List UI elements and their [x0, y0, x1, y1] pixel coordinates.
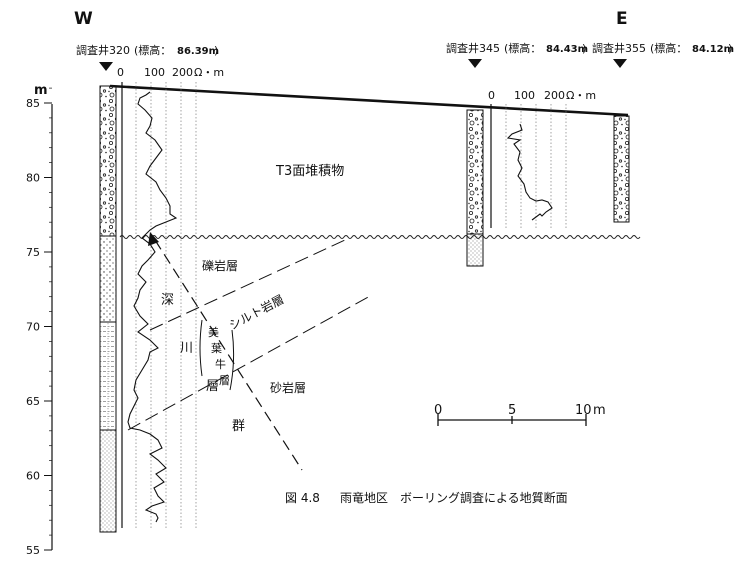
well-320-elev: 86.39m — [177, 46, 219, 57]
elevation-axis: m 85 80 75 70 65 60 55 — [26, 83, 53, 557]
well-355-elev-label: (標高： — [650, 41, 687, 55]
axis-tick-label-85: 85 — [26, 97, 40, 110]
scale-unit: m — [593, 403, 606, 418]
res-unit: Ω・m — [194, 66, 224, 79]
silt-sand-boundary — [127, 295, 371, 431]
resistivity-curve-320 — [127, 91, 178, 523]
scale-bar: 0 5 10 m — [434, 403, 606, 426]
well-355-elev: 84.12m — [692, 44, 734, 55]
well-320-name: 調査井320 — [76, 43, 130, 57]
res-tick-200: 200 — [172, 66, 193, 79]
well-320-elev-close: ) — [214, 44, 218, 57]
resistivity-grid-320 — [121, 82, 197, 528]
res-unit: Ω・m — [566, 89, 596, 102]
sequence-arrow-icon — [148, 232, 159, 246]
scale-label-0: 0 — [434, 403, 442, 418]
gravel-silt-boundary — [149, 239, 346, 331]
group-char-1: 深 — [161, 293, 174, 308]
well-345-elev: 84.43m — [546, 44, 588, 55]
member-char-3: 牛 — [215, 357, 226, 371]
t3-deposit-label: T3面堆積物 — [275, 164, 344, 179]
well-355-elev-close: ) — [728, 42, 732, 55]
resistivity-scale-345: 0 100 200 Ω・m — [488, 89, 596, 102]
well-355-marker-icon — [613, 59, 627, 68]
axis-unit: m — [34, 83, 48, 98]
scale-label-10: 10 — [575, 403, 592, 418]
west-label: W — [74, 9, 93, 29]
resistivity-grid-345 — [490, 104, 567, 228]
resistivity-scale-320: 0 100 200 Ω・m — [117, 66, 224, 79]
figure-title: 雨竜地区 ボーリング調査による地質断面 — [340, 490, 568, 505]
well-320-marker-icon — [99, 62, 113, 71]
boring-column-320 — [99, 85, 117, 533]
figure-number: 図 4.8 — [285, 491, 320, 505]
group-char-2: 川 — [180, 341, 193, 356]
axis-tick-label-70: 70 — [26, 321, 40, 334]
group-char-4: 群 — [232, 419, 245, 434]
axis-tick-label-60: 60 — [26, 470, 40, 483]
resistivity-curve-345 — [506, 123, 553, 221]
well-355-name: 調査井355 — [592, 41, 646, 55]
well-345-elev-close: ) — [582, 42, 586, 55]
boring-column-355 — [613, 115, 630, 223]
member-char-1: 美 — [208, 326, 219, 339]
sequence-arrow-line — [154, 239, 303, 471]
unconformity-line — [119, 235, 641, 239]
well-320-header: 調査井320 (標高： 86.39m ) — [76, 43, 219, 71]
well-345-name: 調査井345 — [446, 41, 500, 55]
well-355-header: 調査井355 (標高： 84.12m ) — [592, 41, 734, 68]
east-label: E — [616, 9, 628, 29]
well-320-elev-label: (標高： — [134, 43, 171, 57]
member-char-2: 葉 — [211, 341, 222, 355]
axis-tick-label-55: 55 — [26, 544, 40, 557]
well-345-header: 調査井345 (標高： 84.43m ) — [446, 41, 588, 68]
member-bracket-open — [199, 319, 203, 377]
res-tick-200: 200 — [544, 89, 565, 102]
member-char-4: 層 — [219, 374, 230, 387]
silt-layer-label: シルト岩層 — [226, 291, 286, 332]
well-345-marker-icon — [468, 59, 482, 68]
axis-tick-label-65: 65 — [26, 395, 40, 408]
gravel-layer-label: 礫岩層 — [202, 258, 238, 273]
boring-column-345 — [466, 109, 484, 267]
ground-surface-line — [109, 84, 629, 117]
res-tick-100: 100 — [144, 66, 165, 79]
res-tick-0: 0 — [488, 89, 495, 102]
res-tick-100: 100 — [514, 89, 535, 102]
res-tick-0: 0 — [117, 66, 124, 79]
sand-layer-label: 砂岩層 — [270, 380, 306, 395]
well-345-elev-label: (標高： — [504, 41, 541, 55]
member-bracket-close — [229, 329, 235, 391]
axis-tick-label-80: 80 — [26, 172, 40, 185]
axis-tick-label-75: 75 — [26, 246, 40, 259]
group-char-3: 層 — [206, 379, 219, 394]
scale-label-5: 5 — [508, 403, 516, 418]
